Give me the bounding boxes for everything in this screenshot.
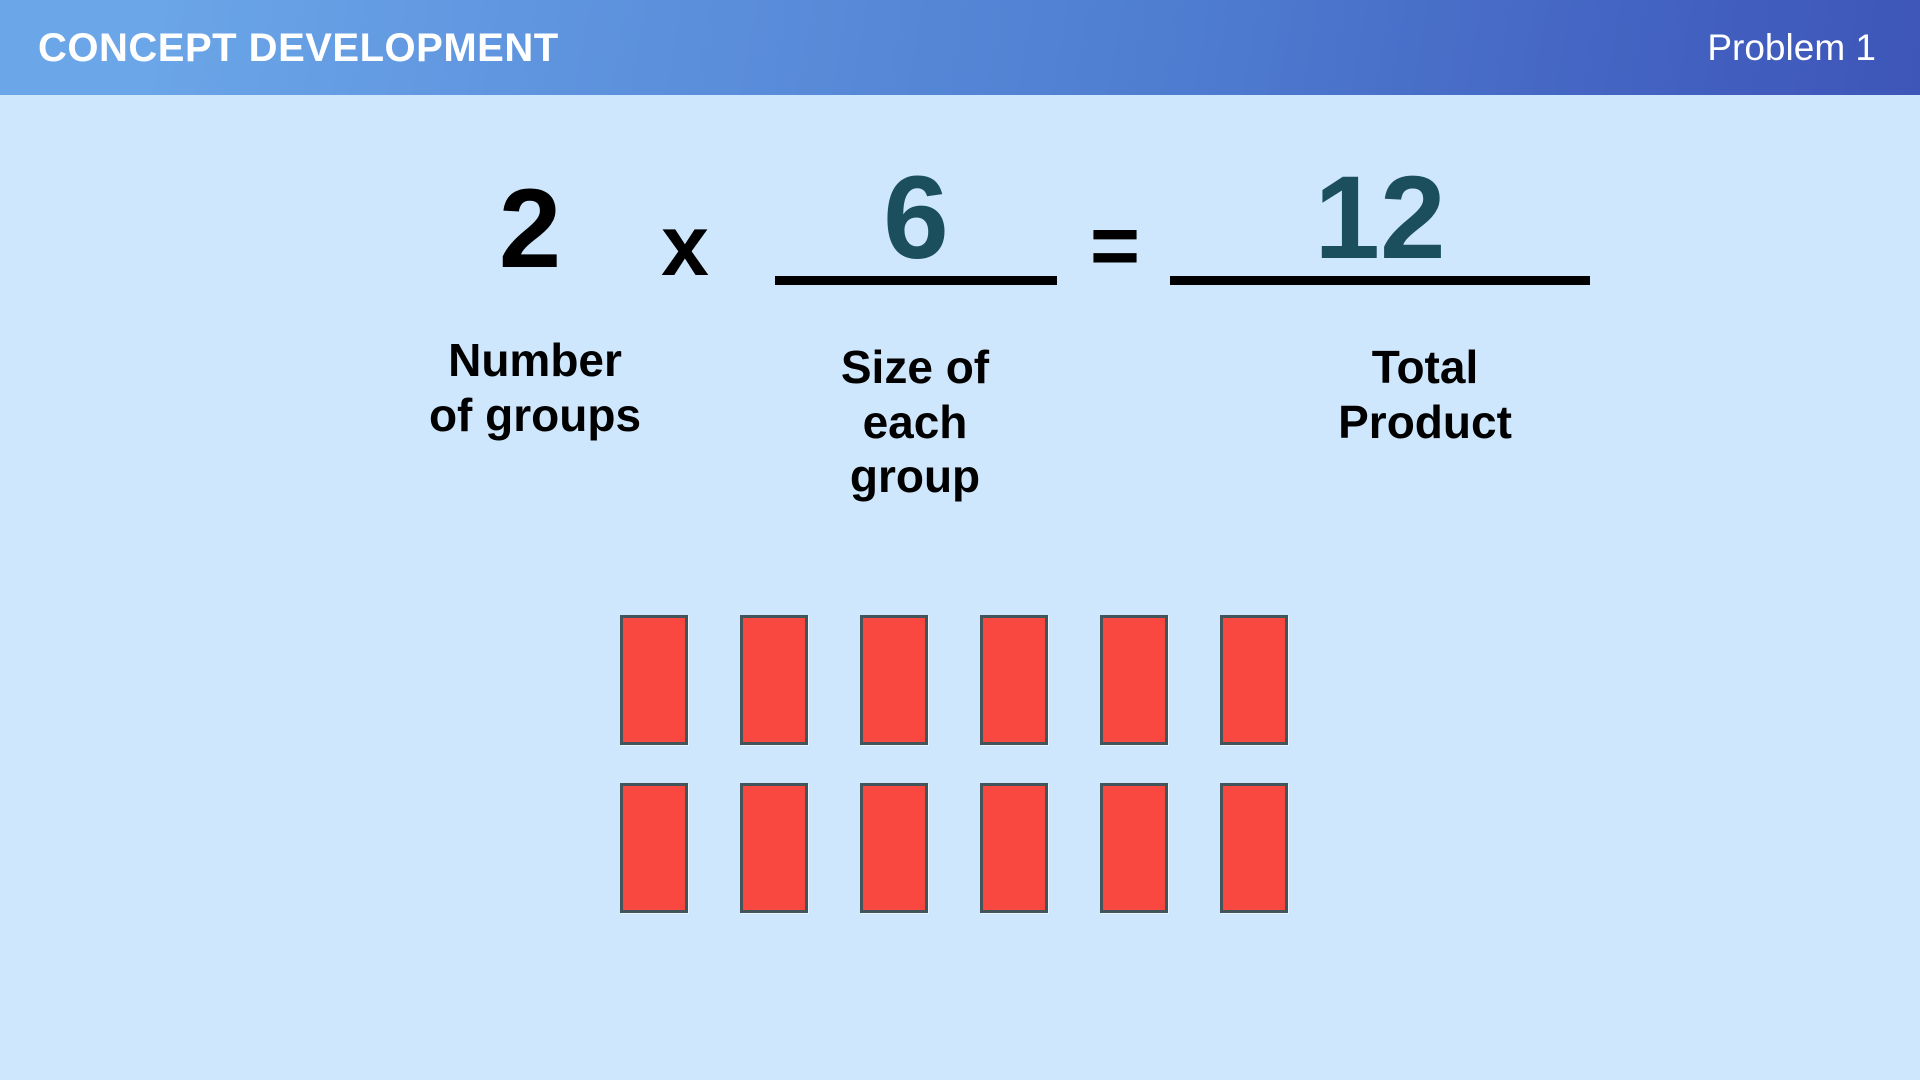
array-unit[interactable] xyxy=(1100,615,1168,745)
array-unit[interactable] xyxy=(1220,783,1288,913)
array-unit[interactable] xyxy=(1220,615,1288,745)
array-unit[interactable] xyxy=(620,783,688,913)
total-product-rule xyxy=(1170,276,1590,285)
array-unit[interactable] xyxy=(860,783,928,913)
size-of-group-value: 6 xyxy=(883,152,949,284)
unit-array xyxy=(620,615,1288,913)
array-unit[interactable] xyxy=(740,783,808,913)
caption-size-of-each-group: Size of each group xyxy=(840,341,990,503)
size-of-group-rule xyxy=(775,276,1057,285)
array-unit[interactable] xyxy=(860,615,928,745)
unit-array-row xyxy=(620,615,1288,745)
unit-array-row xyxy=(620,783,1288,913)
array-unit[interactable] xyxy=(980,783,1048,913)
array-unit[interactable] xyxy=(740,615,808,745)
slide-body: 2 x 6 = 12 Number of groups Size of each… xyxy=(0,95,1920,1080)
page-title: CONCEPT DEVELOPMENT xyxy=(38,25,559,70)
total-product-value: 12 xyxy=(1314,152,1446,284)
total-product-blank[interactable]: 12 xyxy=(1170,125,1590,285)
header-bar: CONCEPT DEVELOPMENT Problem 1 xyxy=(0,0,1920,95)
array-unit[interactable] xyxy=(980,615,1048,745)
size-of-group-blank[interactable]: 6 xyxy=(775,125,1057,285)
caption-total-product: Total Product xyxy=(1338,341,1512,448)
problem-label: Problem 1 xyxy=(1707,27,1876,68)
multiplication-symbol: x xyxy=(661,198,709,294)
equation-row: 2 x 6 = 12 xyxy=(0,125,1920,305)
equals-symbol: = xyxy=(1089,198,1141,294)
caption-number-of-groups: Number of groups xyxy=(428,334,642,441)
factor-value: 2 xyxy=(498,166,562,291)
array-unit[interactable] xyxy=(1100,783,1168,913)
array-unit[interactable] xyxy=(620,615,688,745)
